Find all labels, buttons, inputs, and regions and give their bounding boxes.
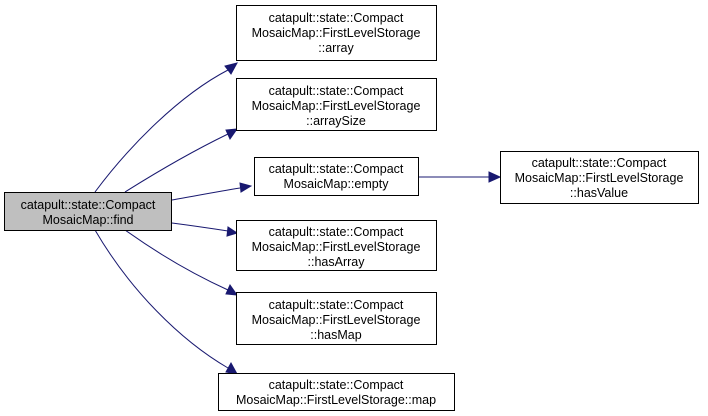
edge-find-to-empty — [171, 182, 253, 201]
node-has-value-label-line-3: ::hasValue — [570, 186, 628, 200]
node-empty[interactable]: catapult::state::Compact MosaicMap::empt… — [254, 157, 419, 196]
edge-find-to-arraysize — [124, 128, 239, 193]
node-array-size-label-line-2: MosaicMap::FirstLevelStorage — [252, 99, 421, 113]
node-has-map-label-line-3: ::hasMap — [310, 328, 361, 342]
node-array-label-line-1: catapult::state::Compact — [269, 11, 404, 25]
node-has-map[interactable]: catapult::state::Compact MosaicMap::Firs… — [236, 292, 437, 345]
node-has-array[interactable]: catapult::state::Compact MosaicMap::Firs… — [236, 220, 437, 271]
edge-find-to-array — [94, 62, 238, 193]
node-map-label-line-1: catapult::state::Compact — [269, 378, 404, 392]
node-find[interactable]: catapult::state::Compact MosaicMap::find — [4, 192, 172, 231]
node-has-value-label-line-2: MosaicMap::FirstLevelStorage — [515, 171, 684, 185]
node-array-label-line-2: MosaicMap::FirstLevelStorage — [252, 26, 421, 40]
node-has-value-label-line-1: catapult::state::Compact — [532, 156, 667, 170]
node-has-array-label-line-1: catapult::state::Compact — [269, 225, 404, 239]
node-has-value[interactable]: catapult::state::Compact MosaicMap::Firs… — [500, 151, 699, 204]
node-empty-label-line-2: MosaicMap::empty — [284, 177, 390, 191]
node-has-array-label-line-2: MosaicMap::FirstLevelStorage — [252, 240, 421, 254]
node-has-map-label-line-1: catapult::state::Compact — [269, 298, 404, 312]
node-array[interactable]: catapult::state::Compact MosaicMap::Firs… — [236, 5, 437, 61]
node-map[interactable]: catapult::state::Compact MosaicMap::Firs… — [218, 373, 455, 411]
edge-find-to-hasmap — [124, 229, 239, 296]
node-array-label-line-3: ::array — [318, 41, 354, 55]
node-has-array-label-line-3: ::hasArray — [308, 255, 366, 269]
edge-empty-to-hasvalue — [417, 171, 502, 183]
edges — [94, 62, 502, 375]
node-has-map-label-line-2: MosaicMap::FirstLevelStorage — [252, 313, 421, 327]
node-array-size-label-line-3: ::arraySize — [306, 114, 366, 128]
node-array-size-label-line-1: catapult::state::Compact — [269, 84, 404, 98]
edge-find-to-hasarray — [171, 222, 239, 237]
node-array-size[interactable]: catapult::state::Compact MosaicMap::Firs… — [236, 78, 437, 131]
node-find-label-line-1: catapult::state::Compact — [21, 198, 156, 212]
edge-find-to-map — [94, 229, 238, 375]
node-find-label-line-2: MosaicMap::find — [42, 213, 133, 227]
node-map-label-line-2: MosaicMap::FirstLevelStorage::map — [236, 393, 436, 407]
node-empty-label-line-1: catapult::state::Compact — [269, 162, 404, 176]
